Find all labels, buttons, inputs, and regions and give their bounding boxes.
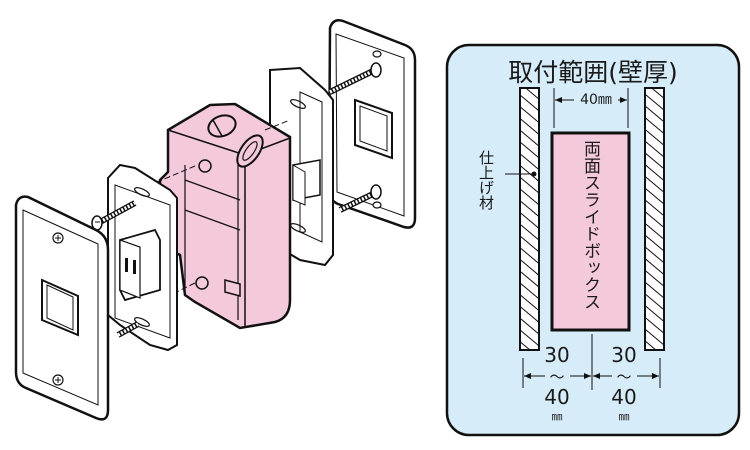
back-cover-plate <box>327 19 417 229</box>
back-screws <box>328 62 382 213</box>
left-range-max: 40 <box>544 385 570 409</box>
right-range-separator: ～ <box>616 368 632 386</box>
outlet-slot <box>133 260 136 274</box>
screw-hole-icon <box>372 50 382 58</box>
double-sided-slide-box <box>149 102 292 330</box>
left-range-unit: ㎜ <box>551 410 563 423</box>
outlet-slot <box>125 258 128 272</box>
slide-box-label: 両面スライドボックス <box>580 140 600 310</box>
inner-width-label: 40㎜ <box>574 89 618 109</box>
right-range-max: 40 <box>611 385 637 409</box>
front-mounting-frame <box>107 163 178 352</box>
screw-head-icon <box>52 374 64 386</box>
left-range-min: 30 <box>544 343 570 367</box>
right-range-unit: ㎜ <box>618 410 630 423</box>
finish-material-label: 仕上げ材 <box>477 150 495 210</box>
right-wall-hatch <box>644 87 665 351</box>
right-range-min: 30 <box>611 343 637 367</box>
panel-title: 取付範囲(壁厚) <box>508 58 678 87</box>
left-range-separator: ～ <box>549 368 565 386</box>
mounting-range-panel <box>445 43 741 437</box>
left-wall-hatch <box>519 87 540 351</box>
screw-head-icon <box>52 232 64 244</box>
front-screws <box>91 200 140 338</box>
screw-hole-icon <box>372 201 382 209</box>
slide-box-section <box>550 131 631 332</box>
front-cover-plate <box>14 195 110 421</box>
